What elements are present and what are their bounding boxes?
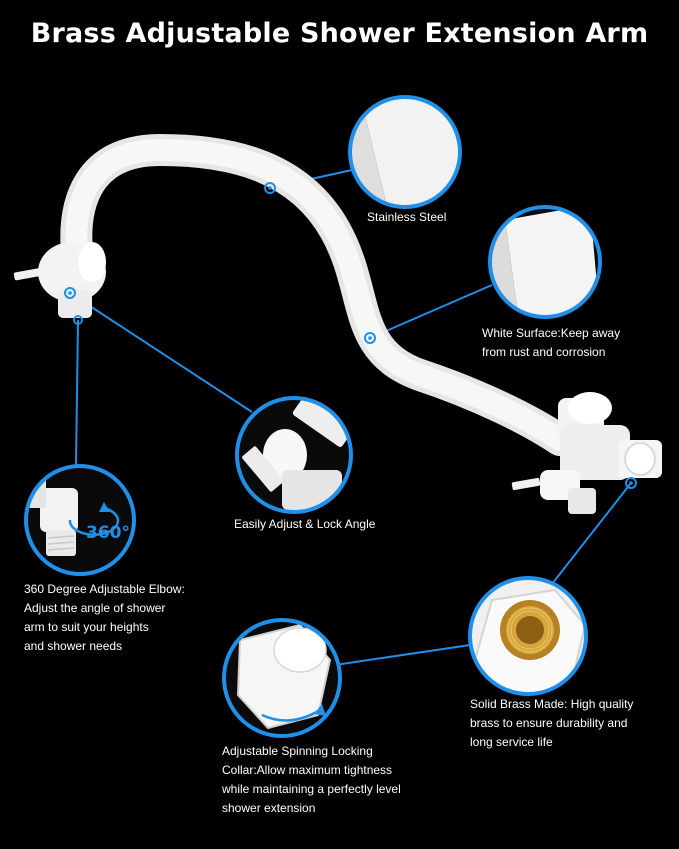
caption-line: Easily Adjust & Lock Angle (234, 517, 376, 531)
caption-line: White Surface:Keep away (482, 326, 621, 340)
caption-line: and shower needs (24, 639, 123, 653)
caption-line: while maintaining a perfectly level (222, 782, 401, 796)
caption-solid-brass: Solid Brass Made: High quality brass to … (470, 695, 633, 752)
caption-line: 360 Degree Adjustable Elbow: (24, 582, 185, 596)
caption-spinning-collar: Adjustable Spinning Locking Collar:Allow… (222, 742, 401, 818)
caption-line: Adjust the angle of shower (24, 601, 166, 615)
caption-stainless-steel: Stainless Steel (367, 208, 446, 227)
caption-line: brass to ensure durability and (470, 716, 628, 730)
detail-spinning-collar (222, 618, 342, 738)
callout-lines (69, 169, 632, 666)
caption-line: Collar:Allow maximum tightness (222, 763, 393, 777)
detail-solid-brass (468, 576, 588, 696)
caption-line: from rust and corrosion (482, 345, 606, 359)
caption-line: long service life (470, 735, 553, 749)
caption-line: Stainless Steel (367, 210, 447, 224)
detail-360-elbow (24, 464, 136, 576)
page-title: Brass Adjustable Shower Extension Arm (30, 18, 649, 49)
caption-white-surface: White Surface:Keep away from rust and co… (482, 324, 620, 362)
caption-line: Adjustable Spinning Locking (222, 744, 373, 758)
detail-lock-angle (235, 396, 353, 514)
caption-line: arm to suit your heights (24, 620, 149, 634)
caption-line: shower extension (222, 801, 316, 815)
detail-white-surface (488, 205, 602, 319)
caption-line: Solid Brass Made: High quality (470, 697, 634, 711)
badge-360: 360° (86, 523, 130, 543)
right-valve-joint (511, 392, 662, 514)
left-elbow-joint (13, 242, 106, 325)
shower-arm (13, 133, 662, 514)
caption-360-elbow: 360 Degree Adjustable Elbow: Adjust the … (24, 580, 185, 656)
caption-lock-angle: Easily Adjust & Lock Angle (234, 515, 375, 534)
